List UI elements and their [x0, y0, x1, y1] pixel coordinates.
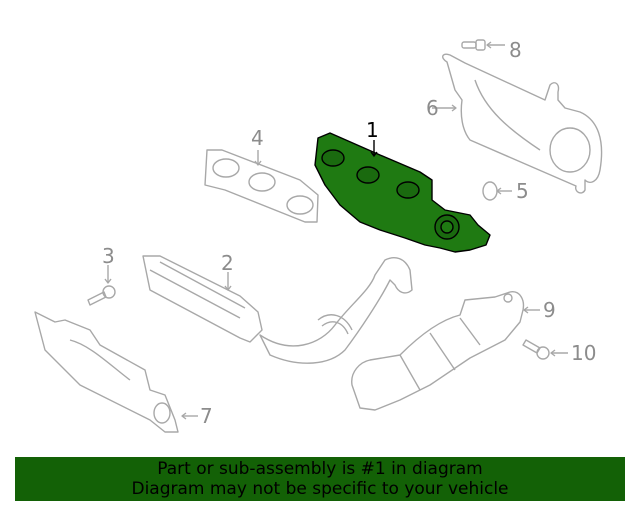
- heat-shield-6-icon: [432, 53, 603, 194]
- bolt-8-icon: [461, 39, 505, 51]
- diagram-drawing: [34, 39, 603, 433]
- info-banner: Part or sub-assembly is #1 in diagram Di…: [15, 457, 625, 501]
- banner-line-2: Diagram may not be specific to your vehi…: [131, 479, 509, 499]
- parts-diagram: 1 2 3 4 5 6 7 8 9 10: [34, 38, 603, 433]
- callout-7[interactable]: 7: [200, 404, 213, 428]
- catalytic-converter-9-icon: [351, 291, 540, 411]
- callout-2[interactable]: 2: [221, 251, 234, 275]
- callout-6[interactable]: 6: [426, 96, 439, 120]
- exhaust-manifold-1-icon: [314, 132, 491, 253]
- bolt-3-icon: [87, 265, 116, 306]
- callout-3[interactable]: 3: [102, 244, 115, 268]
- callout-1[interactable]: 1: [366, 118, 379, 142]
- bolt-10-icon: [522, 339, 568, 360]
- gasket-4-icon: [204, 149, 319, 223]
- heat-shield-7-icon: [34, 311, 198, 433]
- callout-5[interactable]: 5: [516, 179, 529, 203]
- manifold-2-icon: [142, 255, 413, 364]
- callout-9[interactable]: 9: [543, 298, 556, 322]
- callout-10[interactable]: 10: [571, 341, 597, 365]
- o-ring-5-icon: [482, 181, 512, 201]
- callout-8[interactable]: 8: [509, 38, 522, 62]
- banner-line-1: Part or sub-assembly is #1 in diagram: [157, 459, 483, 479]
- callout-4[interactable]: 4: [251, 126, 264, 150]
